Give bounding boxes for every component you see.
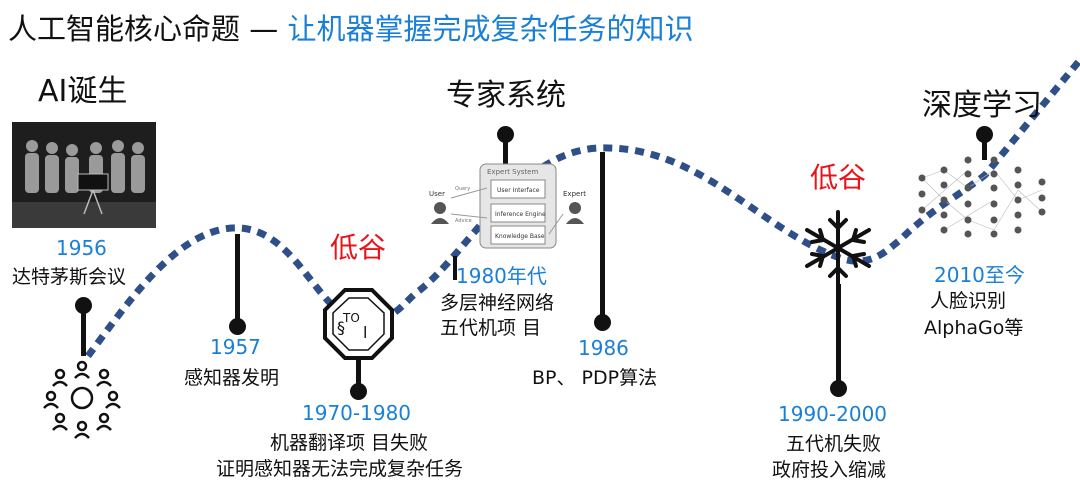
wave-path <box>85 57 1080 359</box>
milestone-year: 1956 <box>56 236 107 260</box>
milestone-year: 1990-2000 <box>778 402 888 426</box>
era-expert-systems: 专家系统 <box>446 78 566 113</box>
pin-stem <box>503 138 508 166</box>
pin-stem <box>600 152 605 320</box>
es-box-title: Expert System <box>487 168 538 176</box>
pin-stem <box>453 256 457 280</box>
milestone-year: 1986 <box>578 336 629 360</box>
svg-text:TO: TO <box>342 311 360 325</box>
pin-stem <box>836 284 841 384</box>
milestone-text: 证明感知器无法完成复杂任务 <box>216 458 464 480</box>
es-module: Knowledge Base <box>495 233 545 240</box>
title-prefix: 人工智能核心命题 — <box>8 12 288 46</box>
pin-head <box>976 126 993 143</box>
pin-stem <box>982 138 987 160</box>
pin-head <box>350 383 367 400</box>
pin-head <box>830 380 847 397</box>
expert-system-figure: Expert System User Interface Inference E… <box>425 162 595 250</box>
people-silhouettes <box>12 122 156 228</box>
page-title: 人工智能核心命题 — 让机器掌握完成复杂任务的知识 <box>8 6 693 48</box>
pin-head <box>497 126 514 143</box>
milestone-year: 1957 <box>210 335 261 359</box>
es-arrow-label: Query <box>455 186 470 192</box>
milestone-text: 达特茅斯会议 <box>12 266 127 288</box>
es-expert-label: Expert <box>563 190 586 198</box>
low-valley-label: 低谷 <box>810 161 867 194</box>
svg-text:§: § <box>337 318 345 337</box>
milestone-year: 2010至今 <box>934 263 1025 287</box>
dartmouth-photo <box>12 122 156 228</box>
es-arrow-label: Advice <box>455 218 472 224</box>
milestone-text: 多层神经网络 <box>440 292 555 314</box>
era-ai-birth: AI诞生 <box>38 74 128 109</box>
es-module: User Interface <box>497 187 540 194</box>
pin-head <box>594 314 611 331</box>
era-deep-learning: 深度学习 <box>922 88 1042 123</box>
milestone-text: BP、 PDP算法 <box>532 367 658 389</box>
pin-head <box>229 318 246 335</box>
milestone-text: 机器翻译项 目失败 <box>270 432 429 454</box>
milestone-text: AlphaGo等 <box>924 317 1024 339</box>
milestone-text: 五代机项 目 <box>440 317 542 339</box>
es-user-label: User <box>429 190 445 198</box>
title-highlight: 让机器掌握完成复杂任务的知识 <box>287 12 694 46</box>
milestone-year: 1970-1980 <box>302 401 412 425</box>
milestone-text: 感知器发明 <box>184 367 280 389</box>
milestone-text: 五代机失败 <box>786 433 882 455</box>
pin-stem <box>235 234 240 324</box>
pin-stem <box>81 304 86 356</box>
milestone-text: 政府投入缩减 <box>772 459 887 481</box>
svg-text:l: l <box>363 323 367 342</box>
es-module: Inference Engine <box>495 211 546 218</box>
pin-stem <box>356 358 361 386</box>
milestone-text: 人脸识别 <box>930 290 1007 312</box>
milestone-year: 1980年代 <box>456 264 547 288</box>
low-valley-label: 低谷 <box>330 231 387 264</box>
expert-system-diagram: Expert System User Interface Inference E… <box>429 163 586 249</box>
